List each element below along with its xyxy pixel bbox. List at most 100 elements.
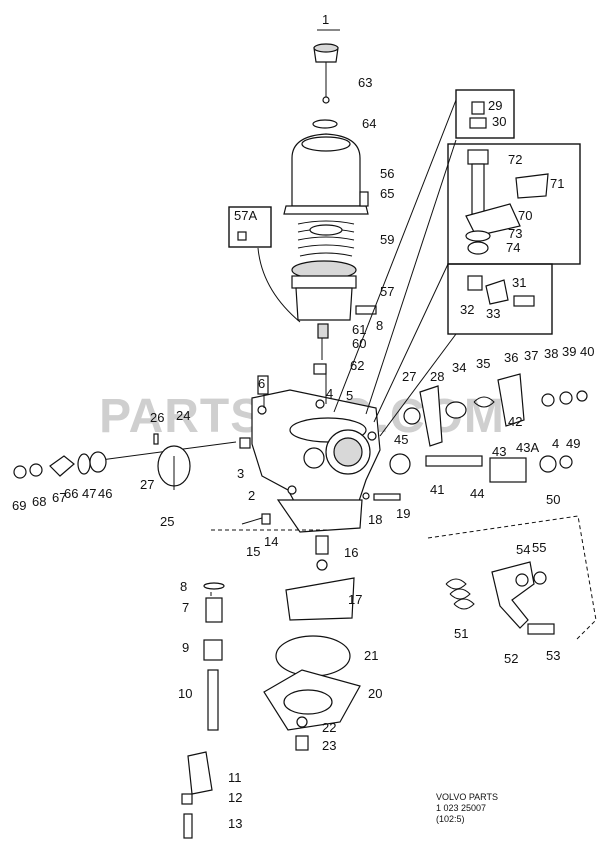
carburettor-body — [251, 389, 381, 533]
part-64-ring — [312, 119, 338, 129]
part-61-needle — [317, 323, 329, 360]
part-11-bracket — [187, 751, 213, 795]
callout-62: 62 — [350, 358, 364, 373]
callout-16: 16 — [344, 545, 358, 560]
callout-71: 71 — [550, 176, 564, 191]
part-57-piston — [291, 260, 357, 321]
callout-45: 45 — [394, 432, 408, 447]
callout-10: 10 — [178, 686, 192, 701]
part-56-dome-cover — [283, 133, 369, 215]
callout-9: 9 — [182, 640, 189, 655]
part-7-sleeve — [205, 597, 223, 623]
callout-72: 72 — [508, 152, 522, 167]
dashed-outline-lower-right — [427, 515, 597, 641]
callout-63: 63 — [358, 75, 372, 90]
callout-36: 36 — [504, 350, 518, 365]
callout-56: 56 — [380, 166, 394, 181]
inset-box-57a — [228, 206, 272, 248]
callout-6: 6 — [258, 376, 265, 391]
assembly-label-1: 1 — [322, 12, 329, 27]
callout-17: 17 — [348, 592, 362, 607]
callout-2: 2 — [248, 488, 255, 503]
footer-line-3: (102:5) — [436, 814, 465, 824]
callout-70: 70 — [518, 208, 532, 223]
callout-43a: 43A — [516, 440, 539, 455]
callout-labels: 63 64 56 65 57A 59 57 61 8 60 62 6 5 2 3… — [12, 75, 594, 831]
callout-60: 60 — [352, 336, 366, 351]
callout-11: 11 — [228, 770, 242, 785]
callout-33: 33 — [486, 306, 500, 321]
callout-29: 29 — [488, 98, 502, 113]
callout-30: 30 — [492, 114, 506, 129]
part-9-nut — [203, 639, 223, 661]
callout-26: 26 — [150, 410, 164, 425]
callout-28: 28 — [430, 369, 444, 384]
callout-57a: 57A — [234, 208, 257, 223]
part-20-float-bowl — [263, 669, 361, 731]
callout-57: 57 — [380, 284, 394, 299]
inset-box-31-33 — [447, 263, 553, 335]
callout-39: 39 — [562, 344, 576, 359]
callout-50: 50 — [546, 492, 560, 507]
choke-shaft-assembly — [362, 373, 588, 501]
callout-19: 19 — [396, 506, 410, 521]
callout-68: 68 — [32, 494, 46, 509]
part-52-lever — [491, 561, 535, 629]
part-51-spring — [445, 578, 475, 610]
callout-20: 20 — [368, 686, 382, 701]
callout-3: 3 — [237, 466, 244, 481]
footer-line-2: 1 023 25007 — [436, 803, 486, 813]
callout-18: 18 — [368, 512, 382, 527]
callout-46: 46 — [98, 486, 112, 501]
callout-73: 73 — [508, 226, 522, 241]
footer-line-1: VOLVO PARTS — [436, 792, 498, 802]
callout-35: 35 — [476, 356, 490, 371]
callout-49: 49 — [566, 436, 580, 451]
callout-21: 21 — [364, 648, 378, 663]
throttle-shaft-assembly — [13, 433, 251, 490]
callout-44: 44 — [470, 486, 484, 501]
callout-74: 74 — [506, 240, 520, 255]
part-8-screw — [355, 305, 377, 315]
part-22-23-bolt — [295, 716, 309, 751]
callout-23: 23 — [322, 738, 336, 753]
callout-27-right: 27 — [402, 369, 416, 384]
callout-8-left: 8 — [180, 579, 187, 594]
part-53-screw — [527, 623, 555, 635]
callout-69: 69 — [12, 498, 26, 513]
part-8-washer — [203, 582, 225, 590]
callout-47: 47 — [82, 486, 96, 501]
callout-34: 34 — [452, 360, 466, 375]
callout-40: 40 — [580, 344, 594, 359]
callout-54: 54 — [516, 542, 530, 557]
callout-42: 42 — [508, 414, 522, 429]
callout-25: 25 — [160, 514, 174, 529]
callout-66: 66 — [64, 486, 78, 501]
callout-67: 67 — [52, 490, 66, 505]
part-12-13-screw — [181, 793, 193, 839]
callout-7: 7 — [182, 600, 189, 615]
callout-37: 37 — [524, 348, 538, 363]
callout-52: 52 — [504, 651, 518, 666]
part-65-screw — [359, 191, 369, 207]
callout-14: 14 — [264, 534, 278, 549]
callout-65: 65 — [380, 186, 394, 201]
callout-24: 24 — [176, 408, 190, 423]
callout-27-left: 27 — [140, 477, 154, 492]
callout-51: 51 — [454, 626, 468, 641]
callout-55: 55 — [532, 540, 546, 555]
callout-12: 12 — [228, 790, 242, 805]
part-63-cap — [313, 43, 339, 104]
screw-14-15 — [241, 513, 271, 525]
footer-caption: VOLVO PARTS 1 023 25007 (102:5) — [436, 792, 498, 824]
part-16-jet — [315, 535, 329, 571]
callout-13: 13 — [228, 816, 242, 831]
callout-15: 15 — [246, 544, 260, 559]
callout-32: 32 — [460, 302, 474, 317]
callout-8-top: 8 — [376, 318, 383, 333]
callout-64: 64 — [362, 116, 376, 131]
part-59-spring — [297, 220, 355, 257]
part-54-55 — [515, 571, 547, 587]
callout-61: 61 — [352, 322, 366, 337]
